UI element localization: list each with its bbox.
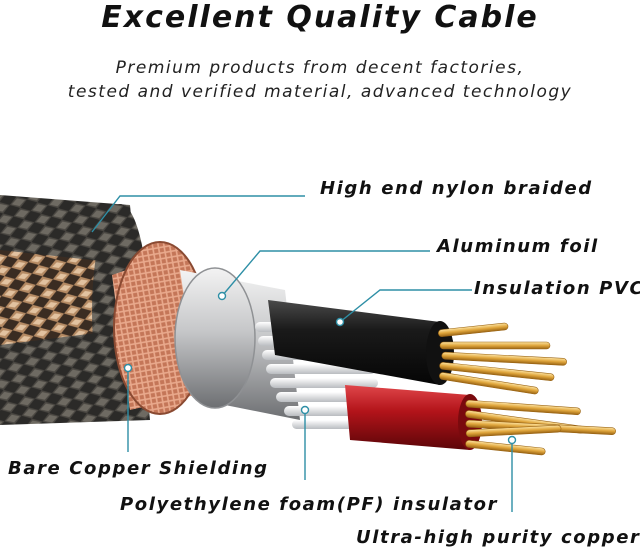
copper-wire-strands (438, 322, 616, 456)
label-nylon-braid: High end nylon braided (320, 178, 593, 199)
red-pvc-core (345, 385, 482, 450)
subtitle-line-2: tested and verified material, advanced t… (67, 82, 573, 102)
label-copper-shielding: Bare Copper Shielding (8, 458, 269, 479)
label-pe-foam: Polyethylene foam(PF) insulator (120, 494, 499, 515)
label-insulation-pvc: Insulation PVC (474, 278, 640, 299)
leader-lines (91, 195, 513, 512)
label-purity-copper: Ultra-high purity copper (356, 527, 640, 548)
leader-foil (221, 250, 430, 297)
leader-nylon (91, 195, 305, 233)
leader-dots (123, 291, 517, 445)
page-title: Excellent Quality Cable (101, 0, 539, 35)
leader-pvc (339, 289, 472, 323)
label-aluminum-foil: Aluminum foil (437, 236, 599, 257)
subtitle-line-1: Premium products from decent factories, (115, 58, 525, 78)
